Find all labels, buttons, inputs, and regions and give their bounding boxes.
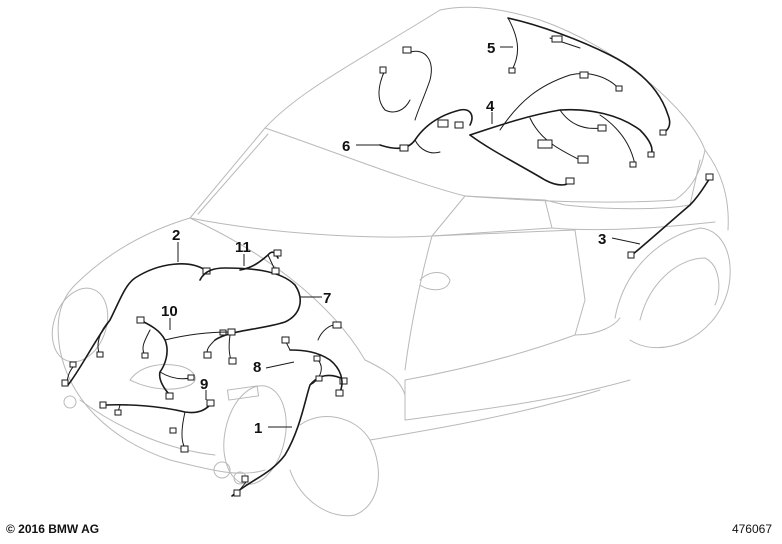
- callout-3[interactable]: 3: [598, 231, 606, 248]
- callout-8[interactable]: 8: [253, 359, 261, 376]
- callout-10[interactable]: 10: [161, 303, 178, 320]
- callout-leaders: [169, 46, 641, 428]
- callout-numbers: 1 2 3 4 5 6 7 8 9 10 11: [161, 40, 606, 437]
- callout-5[interactable]: 5: [487, 40, 495, 57]
- callout-6[interactable]: 6: [342, 138, 350, 155]
- harness-5[interactable]: [507, 17, 671, 136]
- callout-9[interactable]: 9: [200, 376, 208, 393]
- car-body-outline: [51, 6, 731, 517]
- harness-7[interactable]: [199, 267, 301, 365]
- harness-6[interactable]: [378, 46, 473, 154]
- callout-1[interactable]: 1: [254, 420, 262, 437]
- harness-1[interactable]: [231, 355, 348, 497]
- callout-4[interactable]: 4: [486, 98, 495, 115]
- harness-3[interactable]: [627, 173, 714, 259]
- harness-4[interactable]: [469, 73, 655, 186]
- diagram-id: 476067: [731, 522, 772, 536]
- harness-9[interactable]: [99, 399, 215, 453]
- callout-7[interactable]: 7: [323, 290, 331, 307]
- callout-11[interactable]: 11: [235, 239, 251, 256]
- harness-11[interactable]: [239, 249, 282, 275]
- copyright-text: © 2016 BMW AG: [6, 522, 100, 536]
- harness-2[interactable]: [61, 263, 211, 387]
- harness-8[interactable]: [281, 321, 344, 397]
- callout-2[interactable]: 2: [172, 227, 180, 244]
- harness-10[interactable]: [136, 316, 236, 400]
